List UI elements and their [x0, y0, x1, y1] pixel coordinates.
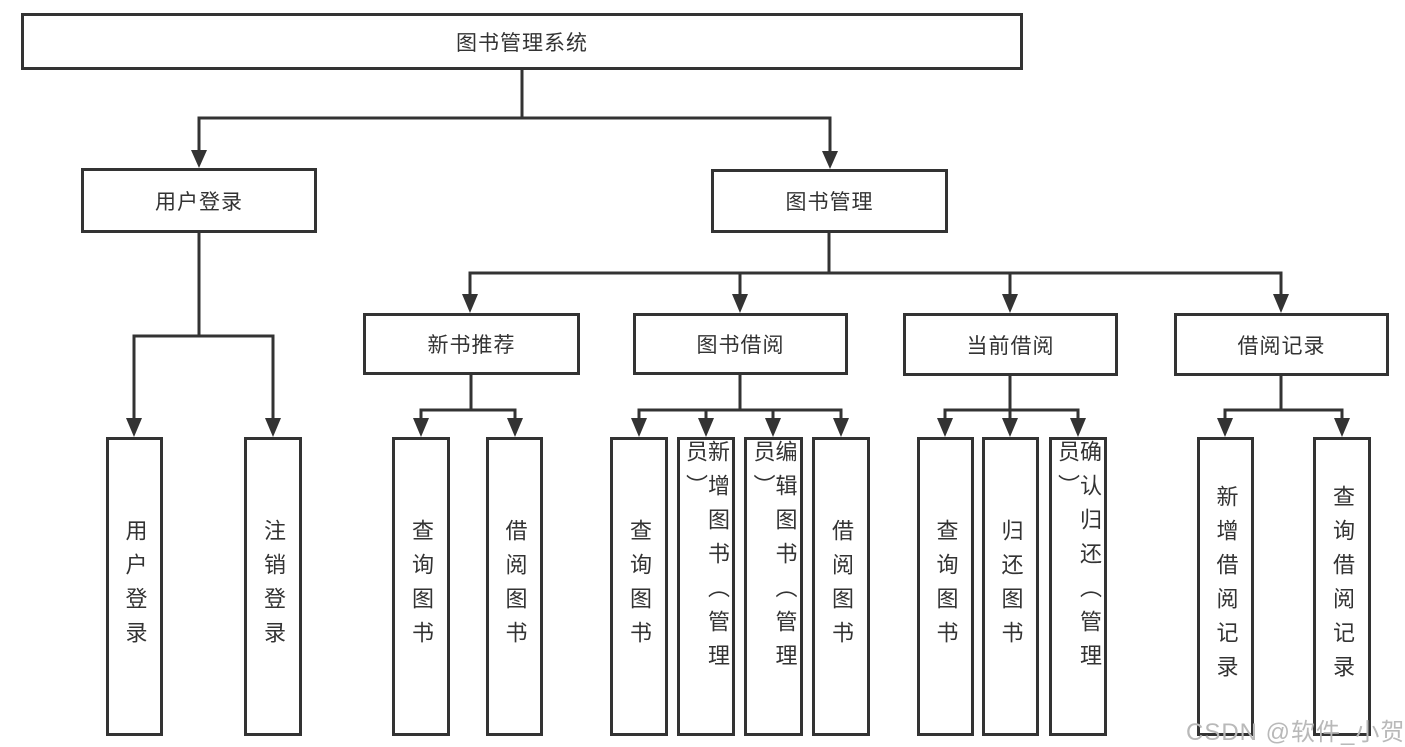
leaf-current-return: 归还图书	[982, 437, 1039, 736]
edge-root-to-level1	[197, 69, 832, 152]
leaf-user-login-label: 用户登录	[122, 518, 148, 655]
leaf-borrow-borrow-book-label: 借阅图书	[829, 518, 854, 655]
node-user-login-label: 用户登录	[155, 190, 243, 214]
leaf-current-return-label: 归还图书	[998, 518, 1024, 655]
node-user-login: 用户登录	[81, 168, 317, 233]
leaf-borrow-edit-book: 编辑图书（管理员）	[744, 437, 803, 736]
edge-bookborrow-children	[637, 374, 843, 420]
leaf-record-add-label: 新增借阅记录	[1213, 484, 1239, 689]
arrowheads-level2	[462, 294, 1289, 313]
arrowheads-newbooks	[413, 418, 523, 437]
arrowheads-level1	[191, 150, 838, 169]
node-borrow-records: 借阅记录	[1174, 313, 1389, 376]
leaf-record-query: 查询借阅记录	[1313, 437, 1371, 736]
leaf-current-query-label: 查询图书	[933, 518, 959, 655]
leaf-newbook-query: 查询图书	[392, 437, 450, 736]
leaf-current-confirm-return-label: 确认归还（管理员）	[1055, 440, 1102, 678]
edge-currentborrow-children	[943, 376, 1080, 420]
leaf-current-query: 查询图书	[917, 437, 974, 736]
leaf-newbook-borrow-label: 借阅图书	[502, 518, 528, 655]
node-current-borrow: 当前借阅	[903, 313, 1118, 376]
node-new-book-recommend-label: 新书推荐	[427, 334, 516, 357]
leaf-newbook-borrow: 借阅图书	[486, 437, 543, 736]
arrowheads-userlogin	[126, 418, 281, 437]
node-root-label: 图书管理系统	[456, 31, 588, 55]
edge-newbooks-children	[419, 374, 517, 420]
leaf-user-login: 用户登录	[106, 437, 163, 736]
leaf-record-add: 新增借阅记录	[1197, 437, 1254, 736]
node-root: 图书管理系统	[21, 13, 1023, 70]
node-book-borrow-label: 图书借阅	[696, 334, 785, 357]
arrowheads-currentborrow	[937, 418, 1086, 437]
leaf-logout: 注销登录	[244, 437, 302, 736]
leaf-current-confirm-return: 确认归还（管理员）	[1049, 437, 1107, 736]
leaf-borrow-query-label: 查询图书	[627, 518, 652, 655]
leaf-borrow-query: 查询图书	[610, 437, 668, 736]
leaf-logout-label: 注销登录	[261, 518, 286, 655]
leaf-borrow-borrow-book: 借阅图书	[812, 437, 870, 736]
node-new-book-recommend: 新书推荐	[363, 313, 580, 375]
edge-borrowrecords-children	[1223, 376, 1344, 420]
node-borrow-records-label: 借阅记录	[1237, 334, 1326, 358]
edge-userlogin-children	[132, 233, 275, 420]
node-current-borrow-label: 当前借阅	[966, 334, 1055, 358]
leaf-newbook-query-label: 查询图书	[409, 518, 434, 655]
leaf-borrow-edit-book-label: 编辑图书（管理员）	[750, 440, 798, 678]
leaf-borrow-add-book-label: 新增图书（管理员）	[683, 440, 730, 678]
arrowheads-borrowrecords	[1217, 418, 1350, 437]
arrowheads-bookborrow	[631, 418, 849, 437]
leaf-record-query-label: 查询借阅记录	[1330, 484, 1355, 689]
csdn-watermark: CSDN @软件_小贺同学	[1186, 719, 1405, 746]
leaf-borrow-add-book: 新增图书（管理员）	[677, 437, 735, 736]
node-book-management: 图书管理	[711, 169, 948, 233]
node-book-borrow: 图书借阅	[633, 313, 848, 375]
node-book-management-label: 图书管理	[785, 191, 874, 214]
edge-bookmgmt-children	[468, 233, 1283, 296]
